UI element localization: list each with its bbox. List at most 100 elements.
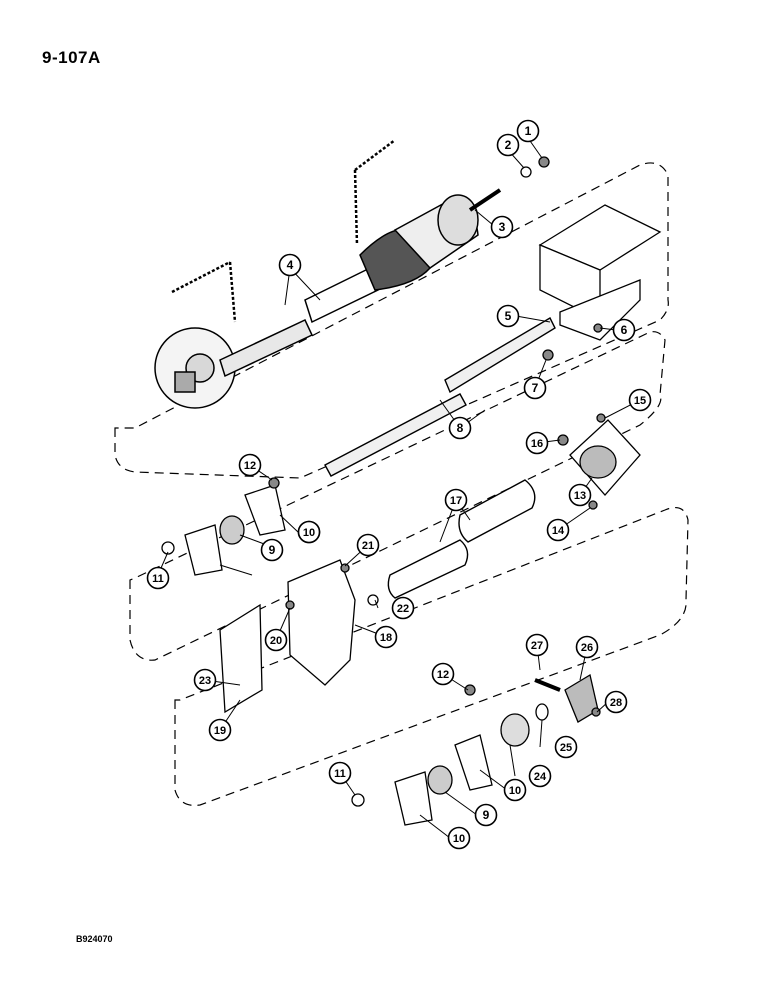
callout-23: 23 bbox=[193, 668, 217, 692]
callout-number: 14 bbox=[552, 525, 565, 537]
bearing-plate bbox=[569, 419, 641, 496]
callout-2: 2 bbox=[496, 133, 520, 157]
callout-number: 26 bbox=[581, 642, 593, 654]
callout-circle bbox=[328, 761, 352, 785]
callout-10: 10 bbox=[297, 520, 321, 544]
callout-18: 18 bbox=[374, 625, 398, 649]
callout-circle bbox=[525, 431, 549, 455]
callout-number: 24 bbox=[534, 771, 547, 783]
callout-number: 21 bbox=[362, 540, 374, 552]
middle-assembly-outline bbox=[129, 331, 666, 661]
hardware bbox=[161, 156, 606, 807]
callout-22: 22 bbox=[391, 596, 415, 620]
callout-number: 18 bbox=[380, 632, 392, 644]
callout-number: 4 bbox=[287, 258, 294, 272]
callout-24: 24 bbox=[528, 764, 552, 788]
callout-circle bbox=[525, 633, 549, 657]
coupler-end bbox=[437, 194, 479, 246]
callout-circle bbox=[278, 253, 302, 277]
callout-circle bbox=[374, 625, 398, 649]
bolt-27 bbox=[534, 678, 561, 692]
callout-number: 9 bbox=[483, 808, 490, 822]
flange-lower-a bbox=[454, 734, 493, 791]
callout-circle bbox=[604, 690, 628, 714]
callout-number: 27 bbox=[531, 640, 543, 652]
callout-1: 1 bbox=[516, 119, 540, 143]
callout-number: 23 bbox=[199, 675, 211, 687]
callout-number: 17 bbox=[450, 495, 462, 507]
callout-number: 20 bbox=[270, 635, 282, 647]
callout-number: 12 bbox=[244, 460, 256, 472]
flange-lower-b bbox=[394, 771, 433, 826]
callout-number: 12 bbox=[437, 669, 449, 681]
callout-number: 13 bbox=[574, 490, 586, 502]
callout-circle bbox=[516, 119, 540, 143]
callout-9: 9 bbox=[260, 538, 284, 562]
callout-5: 5 bbox=[496, 304, 520, 328]
seal bbox=[500, 713, 530, 747]
callout-circle bbox=[448, 416, 472, 440]
clutch-hub bbox=[174, 371, 196, 393]
callout-number: 19 bbox=[214, 725, 226, 737]
driveline bbox=[154, 194, 479, 409]
callout-26: 26 bbox=[575, 635, 599, 659]
callout-11: 11 bbox=[328, 761, 352, 785]
callout-11: 11 bbox=[146, 566, 170, 590]
page-number: 9-107A bbox=[42, 48, 101, 67]
callout-13: 13 bbox=[568, 483, 592, 507]
callout-number: 7 bbox=[532, 381, 539, 395]
bolt-3 bbox=[468, 188, 502, 212]
callout-number: 15 bbox=[634, 395, 646, 407]
callout-circle bbox=[264, 628, 288, 652]
callout-circle bbox=[568, 483, 592, 507]
tube-a bbox=[387, 539, 469, 599]
callout-number: 5 bbox=[505, 309, 512, 323]
callout-7: 7 bbox=[523, 376, 547, 400]
callout-circle bbox=[208, 718, 232, 742]
callout-3: 3 bbox=[490, 215, 514, 239]
callout-10: 10 bbox=[503, 778, 527, 802]
callout-circle bbox=[496, 133, 520, 157]
callout-circle bbox=[297, 520, 321, 544]
callout-4: 4 bbox=[278, 253, 302, 277]
callout-20: 20 bbox=[264, 628, 288, 652]
callout-8: 8 bbox=[448, 416, 472, 440]
plate-19 bbox=[219, 603, 263, 714]
callout-9: 9 bbox=[474, 803, 498, 827]
flanges bbox=[184, 484, 599, 826]
callout-number: 9 bbox=[269, 543, 276, 557]
assembly-outlines bbox=[114, 162, 689, 807]
callout-number: 2 bbox=[505, 138, 512, 152]
callout-number: 10 bbox=[453, 833, 465, 845]
drawing-code: B924070 bbox=[76, 934, 113, 944]
callout-number: 28 bbox=[610, 697, 622, 709]
callout-circle bbox=[503, 778, 527, 802]
inner-tube bbox=[219, 319, 313, 378]
callout-circle bbox=[431, 662, 455, 686]
callout-12: 12 bbox=[431, 662, 455, 686]
callout-number: 8 bbox=[457, 421, 464, 435]
callout-circle bbox=[575, 635, 599, 659]
callout-number: 10 bbox=[303, 527, 315, 539]
callout-number: 10 bbox=[509, 785, 521, 797]
callout-circle bbox=[447, 826, 471, 850]
safety-chains bbox=[171, 139, 396, 323]
callout-circle bbox=[391, 596, 415, 620]
callout-number: 11 bbox=[152, 573, 164, 585]
callout-circle bbox=[490, 215, 514, 239]
callout-circle bbox=[528, 764, 552, 788]
callout-group: 1234567891011121314151617181920212223242… bbox=[146, 119, 652, 850]
callout-10: 10 bbox=[447, 826, 471, 850]
shield-bracket bbox=[538, 204, 662, 341]
callout-25: 25 bbox=[554, 735, 578, 759]
short-shaft bbox=[444, 317, 556, 394]
callout-21: 21 bbox=[356, 533, 380, 557]
callout-circle bbox=[238, 453, 262, 477]
callout-circle bbox=[444, 488, 468, 512]
callout-12: 12 bbox=[238, 453, 262, 477]
lower-assembly-outline bbox=[174, 507, 689, 807]
callout-circle bbox=[260, 538, 284, 562]
callout-number: 6 bbox=[621, 323, 628, 337]
callout-16: 16 bbox=[525, 431, 549, 455]
